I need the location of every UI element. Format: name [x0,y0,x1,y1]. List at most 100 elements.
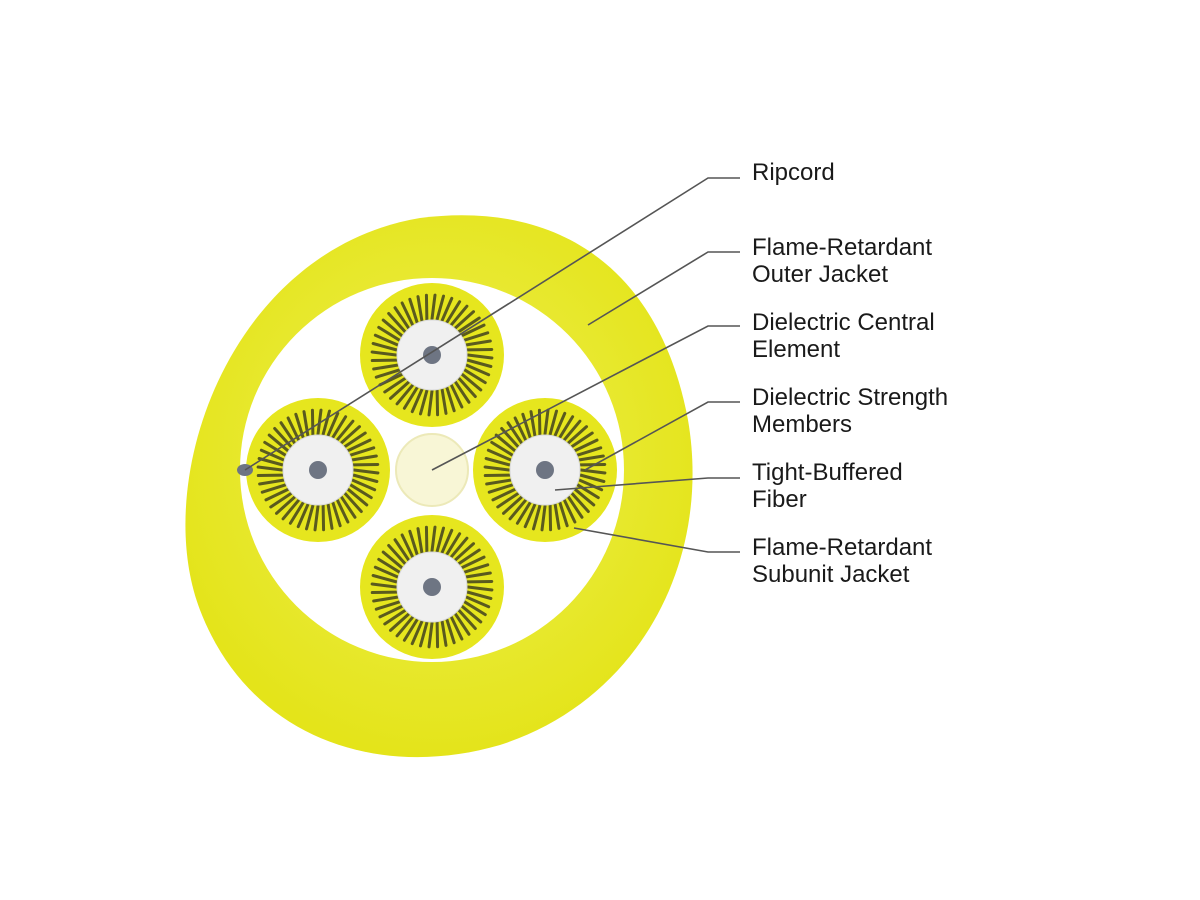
strength-member-fiber [321,409,331,436]
strength-member-fiber [529,410,537,437]
strength-member-fiber [269,492,293,509]
strength-member-fiber [430,525,437,553]
strength-member-fiber [558,501,569,528]
strength-member-fiber [427,621,434,649]
strength-member-fiber [370,350,398,357]
strength-member-fiber [371,342,398,352]
strength-member-fiber [374,368,401,379]
strength-member-fiber [466,358,493,368]
strength-member-fiber [457,377,477,399]
strength-member-fiber [346,438,372,453]
strength-member-fiber [274,495,296,515]
strength-member-fiber [553,411,567,437]
strength-member-fiber [388,380,410,400]
strength-member-fiber [487,483,514,494]
strength-member-fiber [259,448,285,462]
strength-member-fiber [445,300,462,324]
strength-member-fiber [457,609,477,631]
strength-member-fiber [578,478,604,492]
strength-member-fiber [400,301,415,327]
strength-member-fiber [352,473,379,483]
leader-line-ripcord [244,177,740,471]
strength-member-fiber [372,595,399,603]
leader-line-central-element [431,325,740,471]
strength-member-fiber [400,533,415,559]
strength-member-fiber [263,440,287,457]
strength-member-fiber [440,528,454,554]
strength-member-fiber [454,310,476,330]
strength-member-fiber [465,339,492,347]
strength-member-fiber [326,411,340,437]
strength-member-fiber [410,620,424,646]
strength-member-fiber [457,316,481,333]
strength-member-fiber [460,604,483,624]
strength-member-fiber [485,478,512,486]
strength-member-fiber [463,331,490,342]
label-tight-buffered-fiber-line-2: Fiber [752,486,807,513]
strength-member-fiber [383,377,407,394]
strength-member-fiber [460,323,486,338]
strength-member-fiber [449,383,464,409]
strength-member-fiber [288,501,305,525]
strength-member-fiber [340,495,357,519]
label-subunit-jacket: Flame-Retardant Subunit Jacket [752,534,932,588]
subunit-right [473,398,617,542]
label-subunit-jacket-line-2: Subunit Jacket [752,561,910,588]
strength-member-fiber [349,446,376,457]
strength-member-fiber [457,548,481,565]
strength-member-fiber [523,503,537,529]
strength-member-fiber [258,478,285,486]
label-ripcord-line-1: Ripcord [752,159,835,186]
label-central-element: Dielectric Central Element [752,309,935,363]
strength-member-fiber [562,498,577,524]
strength-member-fiber [466,353,494,360]
strength-member-fiber [501,495,523,515]
strength-member-fiber [449,304,469,327]
strength-member-fiber [521,412,532,439]
strength-member-fiber [373,565,399,579]
strength-member-fiber [371,574,398,584]
strength-member-fiber [351,454,378,462]
subunit-bottom [360,515,504,659]
strength-member-fiber [445,532,462,556]
strength-member-fiber [408,529,419,556]
strength-member-fiber [465,571,492,579]
strength-member-fiber [466,585,494,592]
strength-member-fiber [343,492,363,514]
strength-member-fiber [466,590,493,600]
strength-member-fiber [381,318,404,338]
fiber-core-bottom [423,578,441,596]
strength-member-fiber [260,483,287,494]
strength-member-fiber [570,492,590,514]
strength-member-fiber [370,582,398,589]
strength-member-fiber [543,408,550,436]
strength-member-fiber [335,498,350,524]
strength-member-fiber [419,621,429,648]
subunit-left [246,398,390,542]
strength-member-fiber [484,457,511,467]
strength-member-fiber [387,311,407,333]
strength-member-fiber [570,431,594,448]
strength-member-fiber [494,433,517,453]
strength-member-fiber [445,386,456,413]
leader-line-subunit-jacket [573,527,740,553]
strength-member-fiber [352,468,380,475]
strength-member-fiber [576,483,600,500]
strength-member-fiber [393,306,410,330]
strength-member-fiber [508,498,528,521]
strength-member-fiber [435,294,445,321]
strength-members-bottom [370,525,494,649]
label-tight-buffered-fiber-line-1: Tight-Buffered [752,459,903,486]
strength-member-fiber [540,504,547,532]
strength-member-fiber [454,380,471,404]
strength-member-fiber [416,295,424,322]
strength-member-fiber [383,609,407,626]
strength-member-fiber [430,293,437,321]
strength-member-fiber [351,478,377,492]
strength-member-fiber [349,483,373,500]
strength-member-fiber [377,557,401,574]
strength-member-fiber [435,526,445,553]
strength-member-fiber [578,454,605,462]
